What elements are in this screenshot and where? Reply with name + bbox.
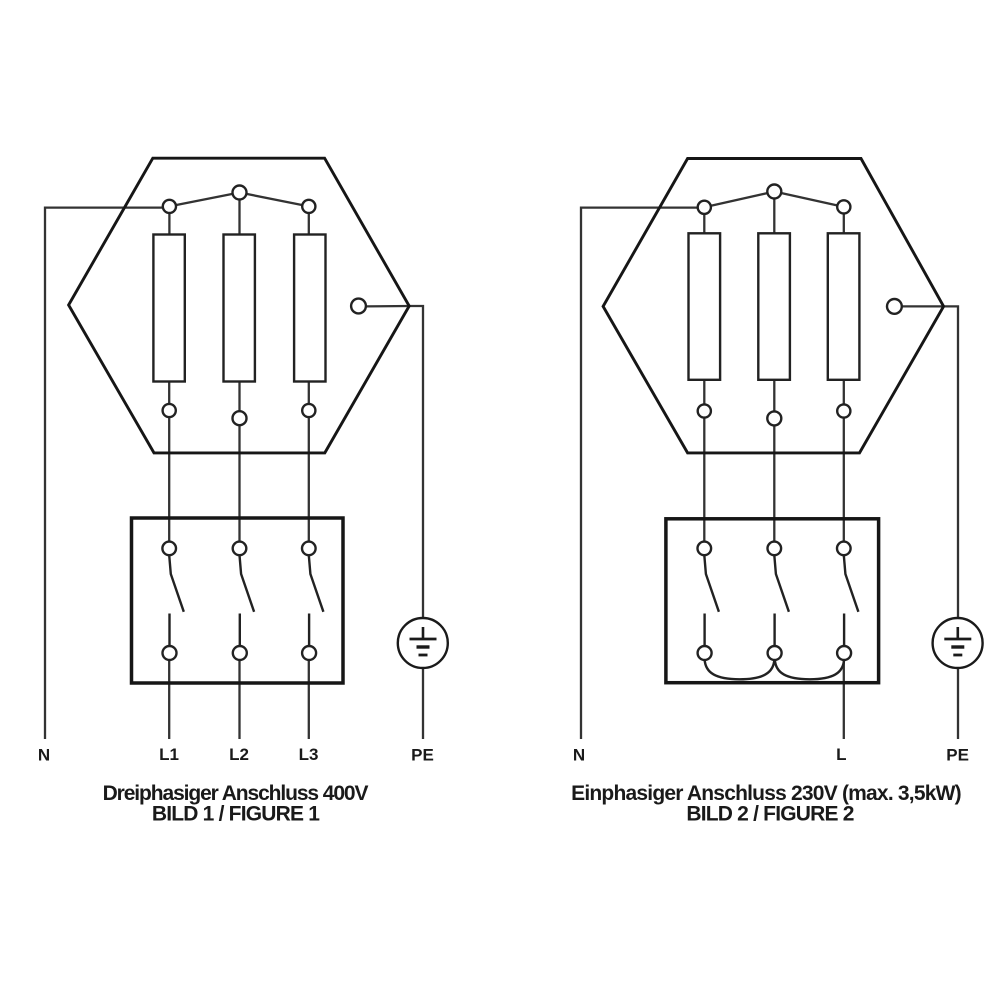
svg-text:Einphasiger Anschluss 230V (ma: Einphasiger Anschluss 230V (max. 3,5kW) [571, 782, 961, 805]
svg-text:BILD 2 / FIGURE 2: BILD 2 / FIGURE 2 [686, 803, 853, 826]
svg-text:L1: L1 [159, 745, 179, 764]
svg-text:BILD 1 / FIGURE 1: BILD 1 / FIGURE 1 [152, 803, 320, 826]
svg-text:L2: L2 [229, 745, 249, 764]
svg-text:N: N [573, 746, 585, 765]
svg-text:Dreiphasiger Anschluss 400V: Dreiphasiger Anschluss 400V [103, 782, 369, 805]
svg-text:PE: PE [946, 746, 969, 765]
svg-text:L3: L3 [299, 745, 319, 764]
svg-text:L: L [836, 745, 846, 764]
svg-text:N: N [38, 746, 50, 765]
svg-text:PE: PE [411, 746, 434, 765]
